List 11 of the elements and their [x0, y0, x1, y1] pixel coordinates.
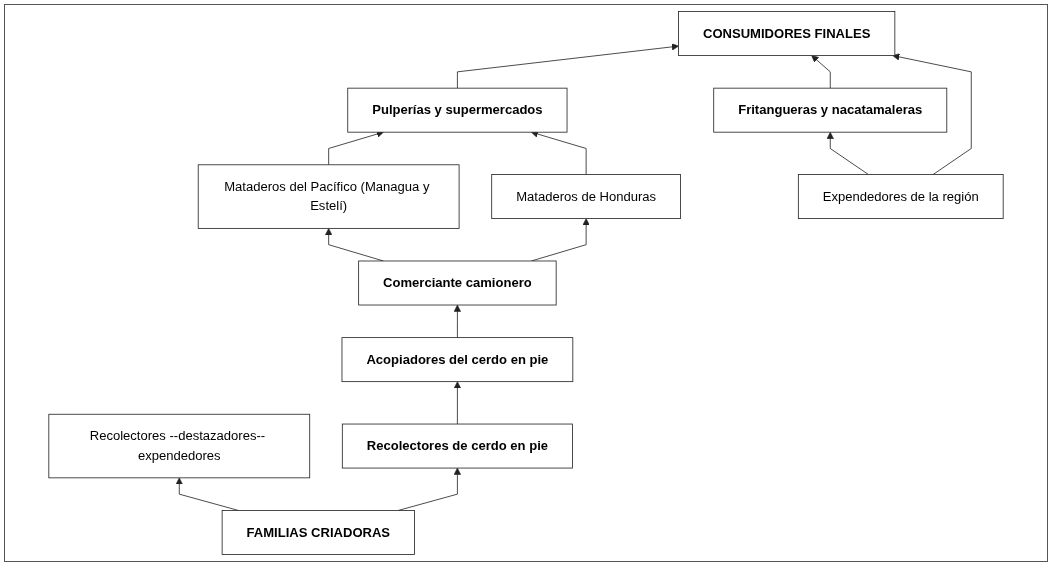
node-box: Recolectores de cerdo en pie [341, 423, 573, 469]
node-box: FAMILIAS CRIADORAS [221, 510, 415, 555]
node-box: Mataderos del Pacífico (Managua y Estelí) [197, 164, 460, 229]
node-box: Comerciante camionero [358, 260, 557, 306]
node-box: Fritangueras y nacatamaleras [713, 87, 948, 133]
node-box: Mataderos de Honduras [491, 174, 681, 219]
node-box: Recolectores --destazadores-- expendedores [48, 413, 311, 479]
node-box: Acopiadores del cerdo en pie [341, 337, 574, 383]
node-box: CONSUMIDORES FINALES [678, 11, 896, 56]
node-box: Pulperías y supermercados [347, 87, 568, 133]
node-box: Expendedores de la región [797, 174, 1004, 219]
